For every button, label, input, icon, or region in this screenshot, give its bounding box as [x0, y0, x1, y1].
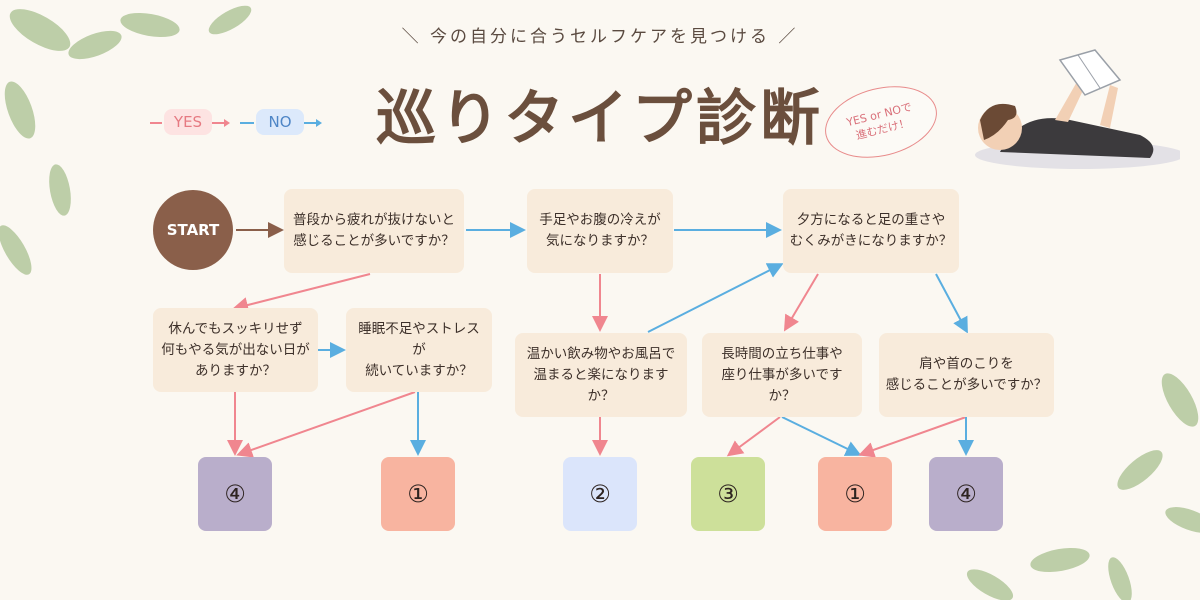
- result-type-1: ①: [818, 457, 892, 531]
- result-type-1: ①: [381, 457, 455, 531]
- subtitle: ＼ 今の自分に合うセルフケアを見つける ／: [401, 27, 799, 47]
- page-title: 巡りタイプ診断: [376, 84, 824, 154]
- reading-person-illustration: [975, 49, 1180, 169]
- question-warming: 温かい飲み物やお風呂で 温まると楽になりますか？: [515, 333, 687, 417]
- question-posture-work: 長時間の立ち仕事や 座り仕事が多いですか？: [702, 333, 862, 417]
- legend-yes: YES: [164, 109, 212, 135]
- question-motivation-text: 休んでもスッキリせず 何もやる気が出ない日が ありますか？: [161, 320, 310, 379]
- result-type-3: ③: [691, 457, 765, 531]
- question-cold-text: 手足やお腹の冷えが 気になりますか？: [539, 212, 661, 249]
- question-sleep-stress-text: 睡眠不足やストレスが 続いていますか？: [358, 320, 480, 379]
- question-swelling: 夕方になると足の重さや むくみがきになりますか？: [783, 189, 959, 273]
- question-fatigue-text: 普段から疲れが抜けないと 感じることが多いですか？: [293, 212, 455, 249]
- question-shoulder: 肩や首のこりを 感じることが多いですか？: [879, 333, 1054, 417]
- question-swelling-text: 夕方になると足の重さや むくみがきになりますか？: [789, 212, 953, 249]
- question-cold: 手足やお腹の冷えが 気になりますか？: [527, 189, 673, 273]
- question-motivation: 休んでもスッキリせず 何もやる気が出ない日が ありますか？: [153, 308, 318, 392]
- question-fatigue: 普段から疲れが抜けないと 感じることが多いですか？: [284, 189, 464, 273]
- question-posture-work-text: 長時間の立ち仕事や 座り仕事が多いですか？: [721, 345, 843, 404]
- legend-no: NO: [256, 109, 304, 135]
- start-node: START: [153, 190, 233, 270]
- question-warming-text: 温かい飲み物やお風呂で 温まると楽になりますか？: [526, 345, 676, 404]
- result-type-2: ②: [563, 457, 637, 531]
- question-shoulder-text: 肩や首のこりを 感じることが多いですか？: [885, 356, 1048, 393]
- question-sleep-stress: 睡眠不足やストレスが 続いていますか？: [346, 308, 492, 392]
- result-type-4: ④: [198, 457, 272, 531]
- legend-arrows: [150, 119, 322, 127]
- result-type-4: ④: [929, 457, 1003, 531]
